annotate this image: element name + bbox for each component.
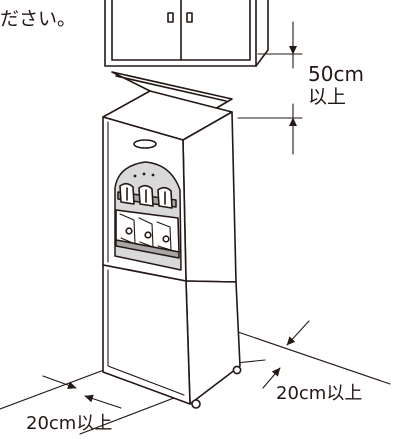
overhead-clearance-dimension xyxy=(237,21,303,155)
logo-badge xyxy=(133,139,157,149)
overhead-clearance-suffix: 以上 xyxy=(308,86,347,108)
caster-side xyxy=(232,365,242,375)
cup-icon xyxy=(144,231,152,239)
rear-clearance-arrows xyxy=(42,375,122,409)
indicator-lamp xyxy=(142,172,146,176)
indicator-lamp xyxy=(133,174,137,178)
indicator-lamp xyxy=(151,173,155,177)
front-lower-panel xyxy=(102,264,191,405)
cropped-instruction-text: ださい。 xyxy=(0,8,77,30)
cup-icon xyxy=(125,227,133,235)
rear-side-clearance-label: 20cm以上 xyxy=(26,413,113,434)
water-server xyxy=(102,71,242,409)
right-side-clearance-label: 20cm以上 xyxy=(276,383,363,404)
overhead-clearance-value: 50cm xyxy=(308,62,364,86)
wall-cabinet xyxy=(104,0,269,67)
caster-front xyxy=(191,399,201,409)
right-clearance-arrows xyxy=(262,320,310,389)
cup-icon xyxy=(162,235,170,243)
drip-tray xyxy=(115,239,180,259)
